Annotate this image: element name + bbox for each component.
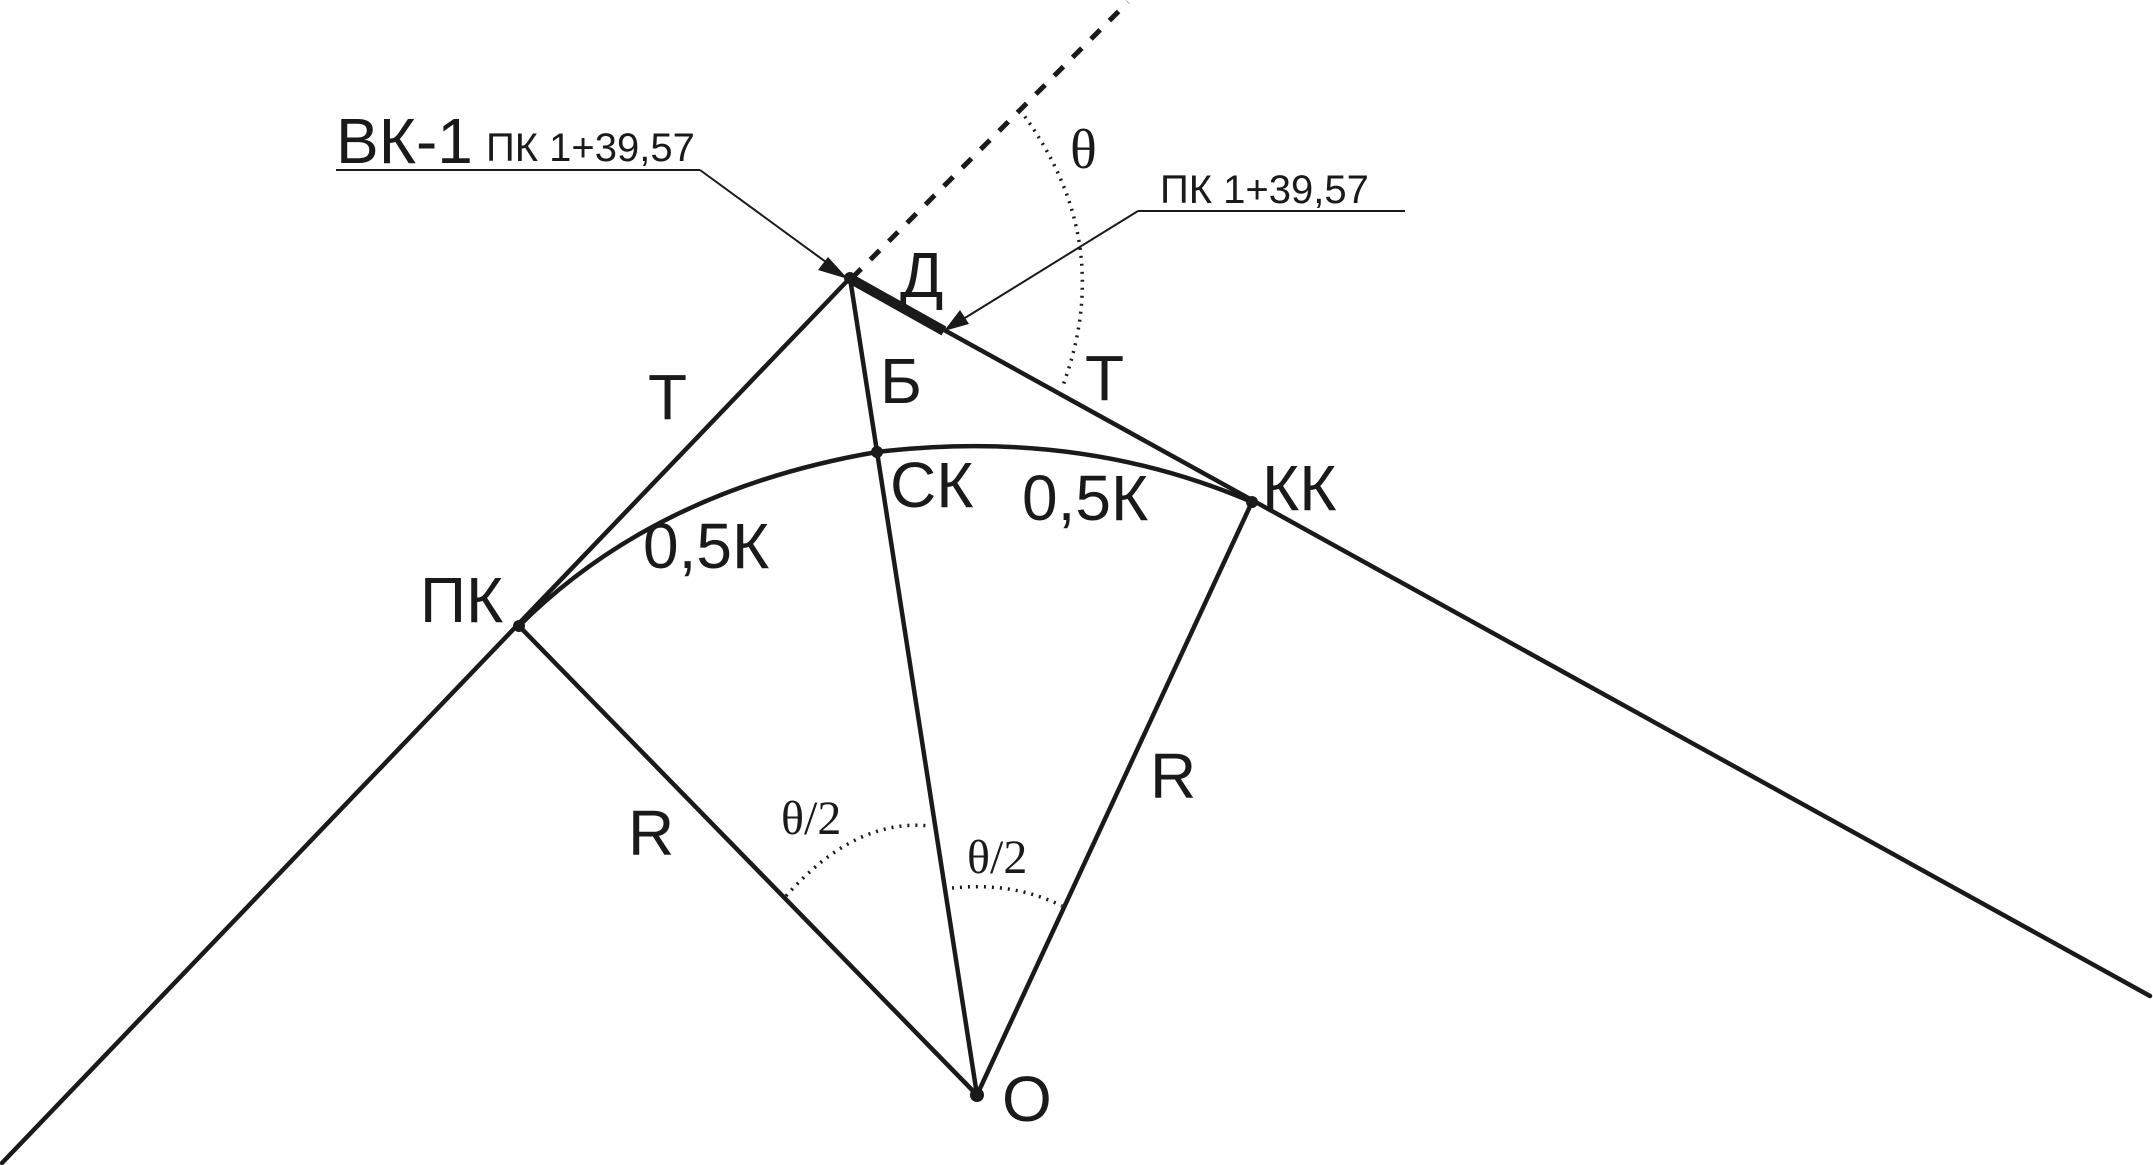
- bisector-label: Б: [880, 345, 922, 417]
- half-angle-arc-right: [943, 884, 1063, 908]
- station-leader-line: [959, 210, 1139, 322]
- domer-segment: [848, 274, 947, 336]
- bisector-line: [847, 275, 980, 1098]
- curve-start-label: ПК: [420, 564, 503, 636]
- alignment-line-right: [847, 275, 2153, 999]
- half-angle-left-label: θ/2: [781, 792, 841, 845]
- curve-end-label: КК: [1262, 452, 1337, 524]
- theta-label: θ: [1070, 119, 1097, 181]
- vertex-point: [844, 272, 856, 284]
- radius-left-label: R: [628, 797, 674, 869]
- vk-leader-line: [699, 169, 831, 266]
- center-point: [970, 1088, 984, 1102]
- curve-middle-label: СК: [890, 449, 974, 521]
- station-leader-arrowhead: [944, 310, 969, 331]
- half-curve-left-label: 0,5К: [643, 510, 769, 582]
- center-label: O: [1002, 1063, 1052, 1135]
- vk-leader-arrowhead: [818, 257, 848, 279]
- radius-line-right: [974, 499, 1255, 1098]
- half-angle-right-label: θ/2: [967, 831, 1027, 884]
- radius-line-left: [516, 623, 980, 1098]
- radius-right-label: R: [1150, 740, 1196, 812]
- vertex-name-label: ВК-1: [336, 105, 473, 177]
- alignment-line-left: [0, 275, 853, 1165]
- point-station-label: ПК 1+39,57: [1160, 168, 1369, 212]
- curve-middle-point: [871, 446, 883, 458]
- tangent-right-label: Т: [1085, 342, 1124, 414]
- curve-start-point: [513, 620, 525, 632]
- vertex-station-label: ПК 1+39,57: [486, 126, 695, 170]
- curve-end-point: [1246, 496, 1258, 508]
- tangent-left-label: Т: [648, 361, 687, 433]
- half-curve-right-label: 0,5К: [1022, 462, 1148, 534]
- theta-angle-arc: [1018, 108, 1085, 389]
- domer-label: Д: [900, 239, 943, 311]
